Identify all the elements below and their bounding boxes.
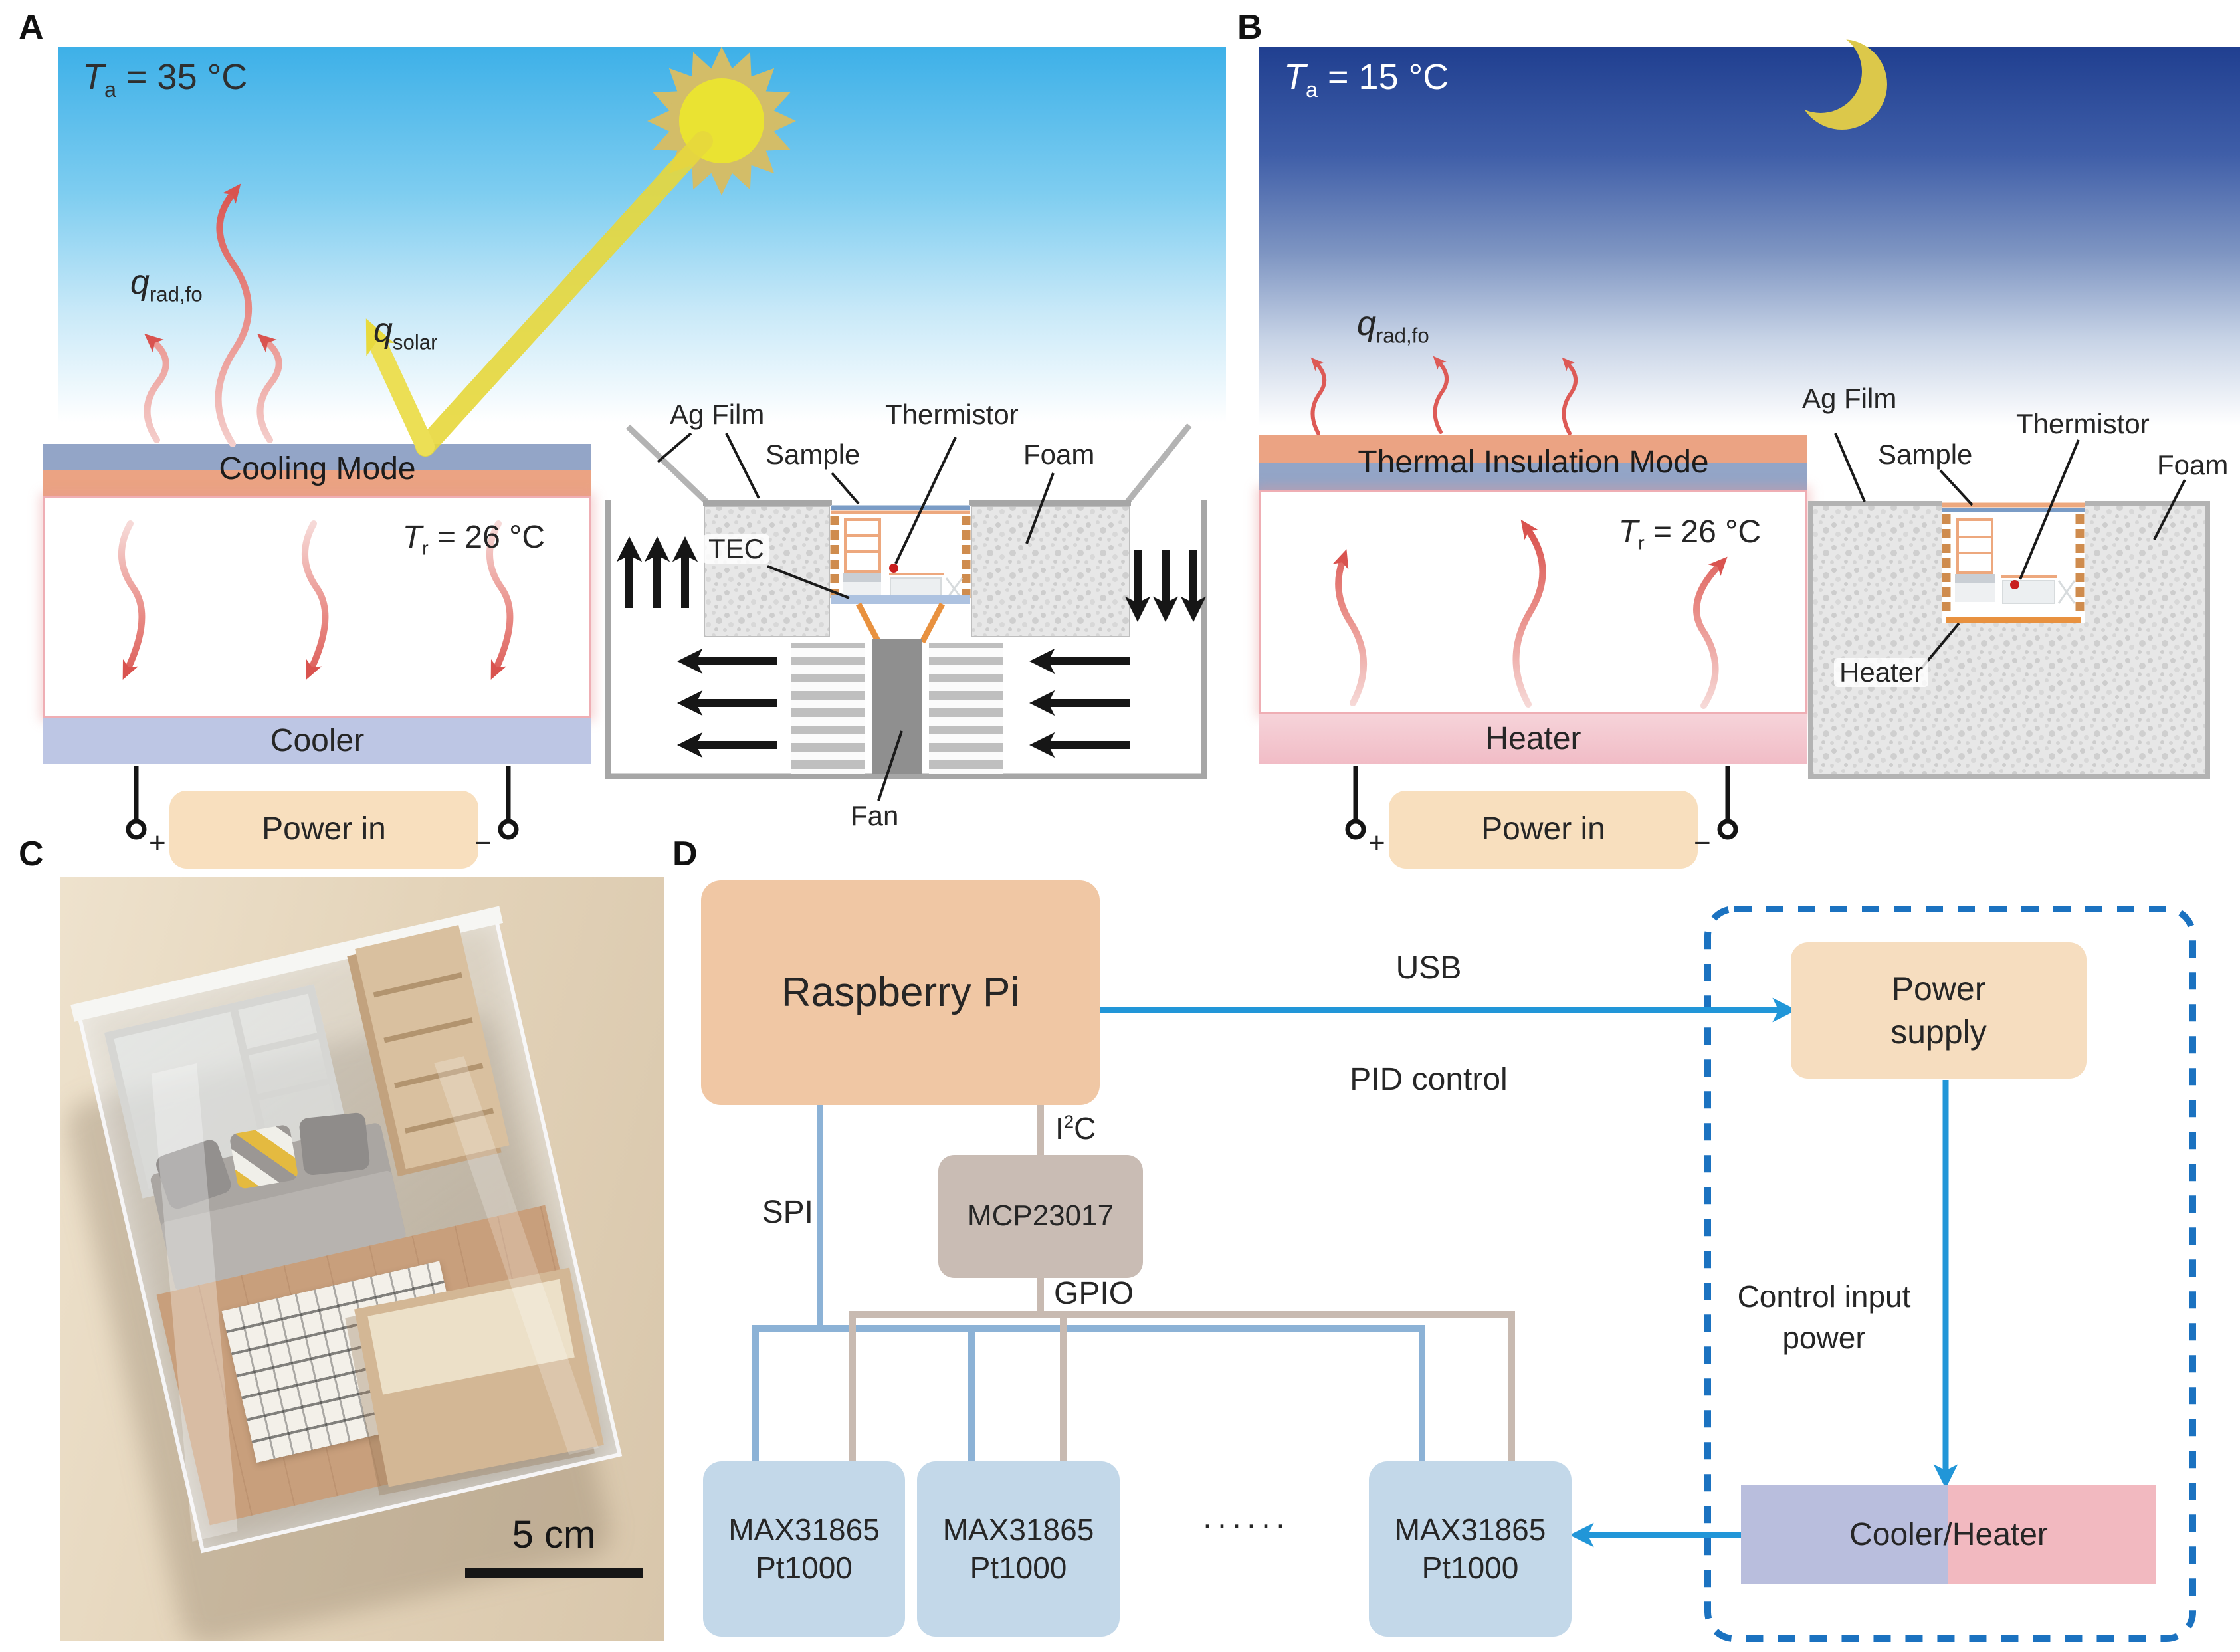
max-line1: MAX31865 <box>728 1512 880 1547</box>
control-input-line1: Control input <box>1737 1279 1911 1314</box>
panel-a-label: A <box>19 8 44 47</box>
heating-arrows-up <box>1332 519 1728 709</box>
heater-title: Heater <box>1485 721 1581 757</box>
cooling-mode-title: Cooling Mode <box>219 451 416 486</box>
cross-section-a <box>605 423 1207 801</box>
room-temp-a: Tr = 26 °C <box>402 520 545 560</box>
panel-d-label: D <box>672 835 698 873</box>
max-line1: MAX31865 <box>1394 1512 1546 1547</box>
fan-label: Fan <box>851 800 899 831</box>
tec-label: TEC <box>703 534 769 564</box>
pid-control-label: PID control <box>1350 1062 1508 1097</box>
minus-terminal-a: − <box>474 827 492 859</box>
power-in-box-b: Power in <box>1389 791 1698 869</box>
panel-a-chamber <box>43 496 591 718</box>
room-temp-b: Tr = 26 °C <box>1618 514 1761 554</box>
terminals-b <box>1345 766 1738 840</box>
moon-icon <box>1797 39 1887 130</box>
radiation-arrows-b <box>1310 356 1578 435</box>
control-input-line2: power <box>1782 1320 1866 1356</box>
power-supply-line1: Power <box>1891 970 1986 1007</box>
max31865-box-1: MAX31865 Pt1000 <box>703 1461 905 1637</box>
thermistor-label-b: Thermistor <box>2016 408 2150 439</box>
usb-label: USB <box>1395 950 1462 985</box>
insulation-bar-top <box>1259 435 1807 463</box>
thermistor-label-a: Thermistor <box>885 399 1019 430</box>
heater-half <box>1948 1485 2156 1584</box>
minus-terminal-b: − <box>1694 827 1711 859</box>
plus-terminal-b: + <box>1368 827 1385 859</box>
max-line2: Pt1000 <box>756 1550 853 1585</box>
plus-terminal-a: + <box>149 827 166 859</box>
max-line2: Pt1000 <box>1421 1550 1519 1585</box>
radiation-arrows-up <box>144 183 282 447</box>
ambient-temp-b: Ta = 15 °C <box>1284 57 1449 102</box>
panel-a-sky <box>58 47 1226 505</box>
cooler-title: Cooler <box>270 722 365 758</box>
foam-label-a: Foam <box>1023 439 1095 470</box>
mcp23017-box: MCP23017 <box>938 1155 1143 1278</box>
cooler-heater-title: Cooler/Heater <box>1849 1516 2048 1552</box>
control-input-label: Control input power <box>1708 1276 1940 1358</box>
scale-bar <box>465 1568 643 1578</box>
solar-beam <box>365 131 713 457</box>
q-rad-label-a: qrad,fo <box>130 263 203 306</box>
insulation-mode-title: Thermal Insulation Mode <box>1358 444 1709 480</box>
i2c-label: I2C <box>1055 1111 1096 1146</box>
heater-bar <box>1259 714 1807 764</box>
spi-label: SPI <box>762 1195 813 1230</box>
gpio-label: GPIO <box>1054 1276 1134 1311</box>
cooling-arrows-down <box>118 520 514 680</box>
max31865-box-2: MAX31865 Pt1000 <box>917 1461 1120 1637</box>
sample-label-a: Sample <box>765 439 861 470</box>
cooler-bar <box>43 718 591 764</box>
max-line1: MAX31865 <box>942 1512 1094 1547</box>
max-line2: Pt1000 <box>969 1550 1067 1585</box>
power-supply-line2: supply <box>1890 1013 1987 1051</box>
q-solar-label: qsolar <box>373 311 438 354</box>
raspberry-pi-box: Raspberry Pi <box>701 880 1100 1105</box>
terminals-a <box>126 766 519 840</box>
sample-label-b: Sample <box>1878 439 1973 470</box>
cooler-heater-box: Cooler/Heater <box>1741 1485 2156 1584</box>
scale-bar-label: 5 cm <box>512 1513 596 1556</box>
ag-film-label-b: Ag Film <box>1802 383 1897 414</box>
panel-d-wiring <box>752 906 2196 1642</box>
ellipsis-dots: ······ <box>1202 1507 1290 1542</box>
cooling-mode-bar-top <box>43 444 591 470</box>
panel-c-label: C <box>19 835 44 873</box>
heater-label-cs: Heater <box>1834 657 1929 688</box>
q-rad-label-b: qrad,fo <box>1357 304 1429 348</box>
cooler-half <box>1741 1485 1948 1584</box>
foam-label-b: Foam <box>2157 449 2229 480</box>
model-room-photo <box>60 877 664 1641</box>
power-supply-box: Power supply <box>1791 942 2087 1079</box>
cooling-mode-bar-bottom <box>43 470 591 496</box>
panel-b-sky <box>1259 47 2240 477</box>
max31865-box-3: MAX31865 Pt1000 <box>1369 1461 1572 1637</box>
ambient-temp-a: Ta = 35 °C <box>82 57 248 102</box>
insulation-bar-bottom <box>1259 463 1807 490</box>
cross-section-b <box>1808 433 2210 779</box>
panel-b-label: B <box>1237 8 1263 47</box>
ag-film-label-a: Ag Film <box>670 399 765 430</box>
power-in-box-a: Power in <box>169 791 478 869</box>
